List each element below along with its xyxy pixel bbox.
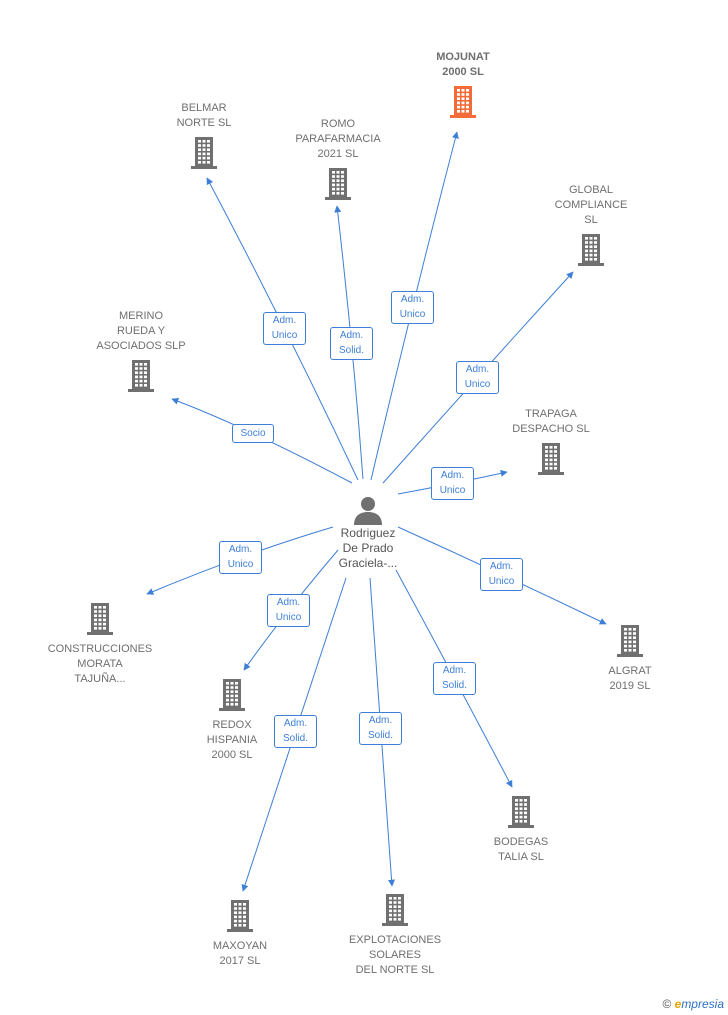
- company-node-algrat[interactable]: ALGRAT 2019 SL: [555, 624, 705, 694]
- brand-initial: e: [674, 997, 682, 1011]
- company-name: BELMAR NORTE SL: [176, 102, 232, 129]
- company-name: MAXOYAN 2017 SL: [212, 940, 268, 967]
- company-name: ALGRAT 2019 SL: [608, 665, 652, 692]
- edge-label-trapaga[interactable]: Adm. Unico: [431, 467, 474, 500]
- company-name: TRAPAGA DESPACHO SL: [512, 408, 590, 435]
- company-node-explotaciones[interactable]: EXPLOTACIONES SOLARES DEL NORTE SL: [320, 893, 470, 978]
- building-icon: [325, 168, 351, 200]
- building-icon: [538, 443, 564, 475]
- edge-label-belmar[interactable]: Adm. Unico: [263, 312, 306, 345]
- building-icon: [227, 900, 253, 932]
- building-icon: [87, 603, 113, 635]
- building-icon: [450, 86, 476, 118]
- building-icon: [191, 137, 217, 169]
- edge-label-bodegas[interactable]: Adm. Solid.: [433, 662, 476, 695]
- person-name: Rodriguez De Prado Graciela-...: [338, 526, 398, 570]
- company-name: CONSTRUCCIONES MORATA TAJUÑA...: [47, 643, 153, 685]
- person-icon: [354, 497, 382, 525]
- company-name: MOJUNAT 2000 SL: [436, 51, 490, 78]
- edge-label-redox[interactable]: Adm. Unico: [267, 594, 310, 627]
- edge-label-mojunat[interactable]: Adm. Unico: [391, 291, 434, 324]
- building-icon: [578, 234, 604, 266]
- company-name: BODEGAS TALIA SL: [493, 836, 549, 863]
- center-person[interactable]: Rodriguez De Prado Graciela-...: [308, 494, 428, 571]
- company-node-redox[interactable]: REDOX HISPANIA 2000 SL: [157, 678, 307, 763]
- company-node-maxoyan[interactable]: MAXOYAN 2017 SL: [165, 899, 315, 969]
- copyright-icon: ©: [662, 997, 672, 1011]
- edge-label-algrat[interactable]: Adm. Unico: [480, 558, 523, 591]
- company-name: MERINO RUEDA Y ASOCIADOS SLP: [96, 310, 186, 352]
- company-node-construcciones[interactable]: CONSTRUCCIONES MORATA TAJUÑA...: [25, 602, 175, 687]
- company-name: REDOX HISPANIA 2000 SL: [206, 719, 258, 761]
- edge-label-construcciones[interactable]: Adm. Unico: [219, 541, 262, 574]
- edge-label-merino[interactable]: Socio: [232, 424, 274, 443]
- footer-brand[interactable]: © empresia: [662, 997, 724, 1011]
- company-node-bodegas[interactable]: BODEGAS TALIA SL: [446, 795, 596, 865]
- company-node-belmar[interactable]: BELMAR NORTE SL: [129, 101, 279, 170]
- building-icon: [508, 796, 534, 828]
- building-icon: [617, 625, 643, 657]
- brand-name: mpresia: [681, 997, 724, 1011]
- company-node-romo[interactable]: ROMO PARAFARMACIA 2021 SL: [263, 117, 413, 201]
- company-name: EXPLOTACIONES SOLARES DEL NORTE SL: [348, 934, 442, 976]
- building-icon: [128, 360, 154, 392]
- building-icon: [382, 894, 408, 926]
- building-icon: [219, 679, 245, 711]
- edge-label-maxoyan[interactable]: Adm. Solid.: [274, 715, 317, 748]
- edge-label-romo[interactable]: Adm. Solid.: [330, 327, 373, 360]
- company-node-trapaga[interactable]: TRAPAGA DESPACHO SL: [476, 407, 626, 476]
- company-node-global[interactable]: GLOBAL COMPLIANCE SL: [516, 183, 666, 267]
- company-name: ROMO PARAFARMACIA 2021 SL: [295, 118, 381, 160]
- company-node-mojunat[interactable]: MOJUNAT 2000 SL: [388, 50, 538, 119]
- company-node-merino[interactable]: MERINO RUEDA Y ASOCIADOS SLP: [66, 309, 216, 393]
- edge-label-explotaciones[interactable]: Adm. Solid.: [359, 712, 402, 745]
- company-name: GLOBAL COMPLIANCE SL: [554, 184, 628, 226]
- edge-label-global[interactable]: Adm. Unico: [456, 361, 499, 394]
